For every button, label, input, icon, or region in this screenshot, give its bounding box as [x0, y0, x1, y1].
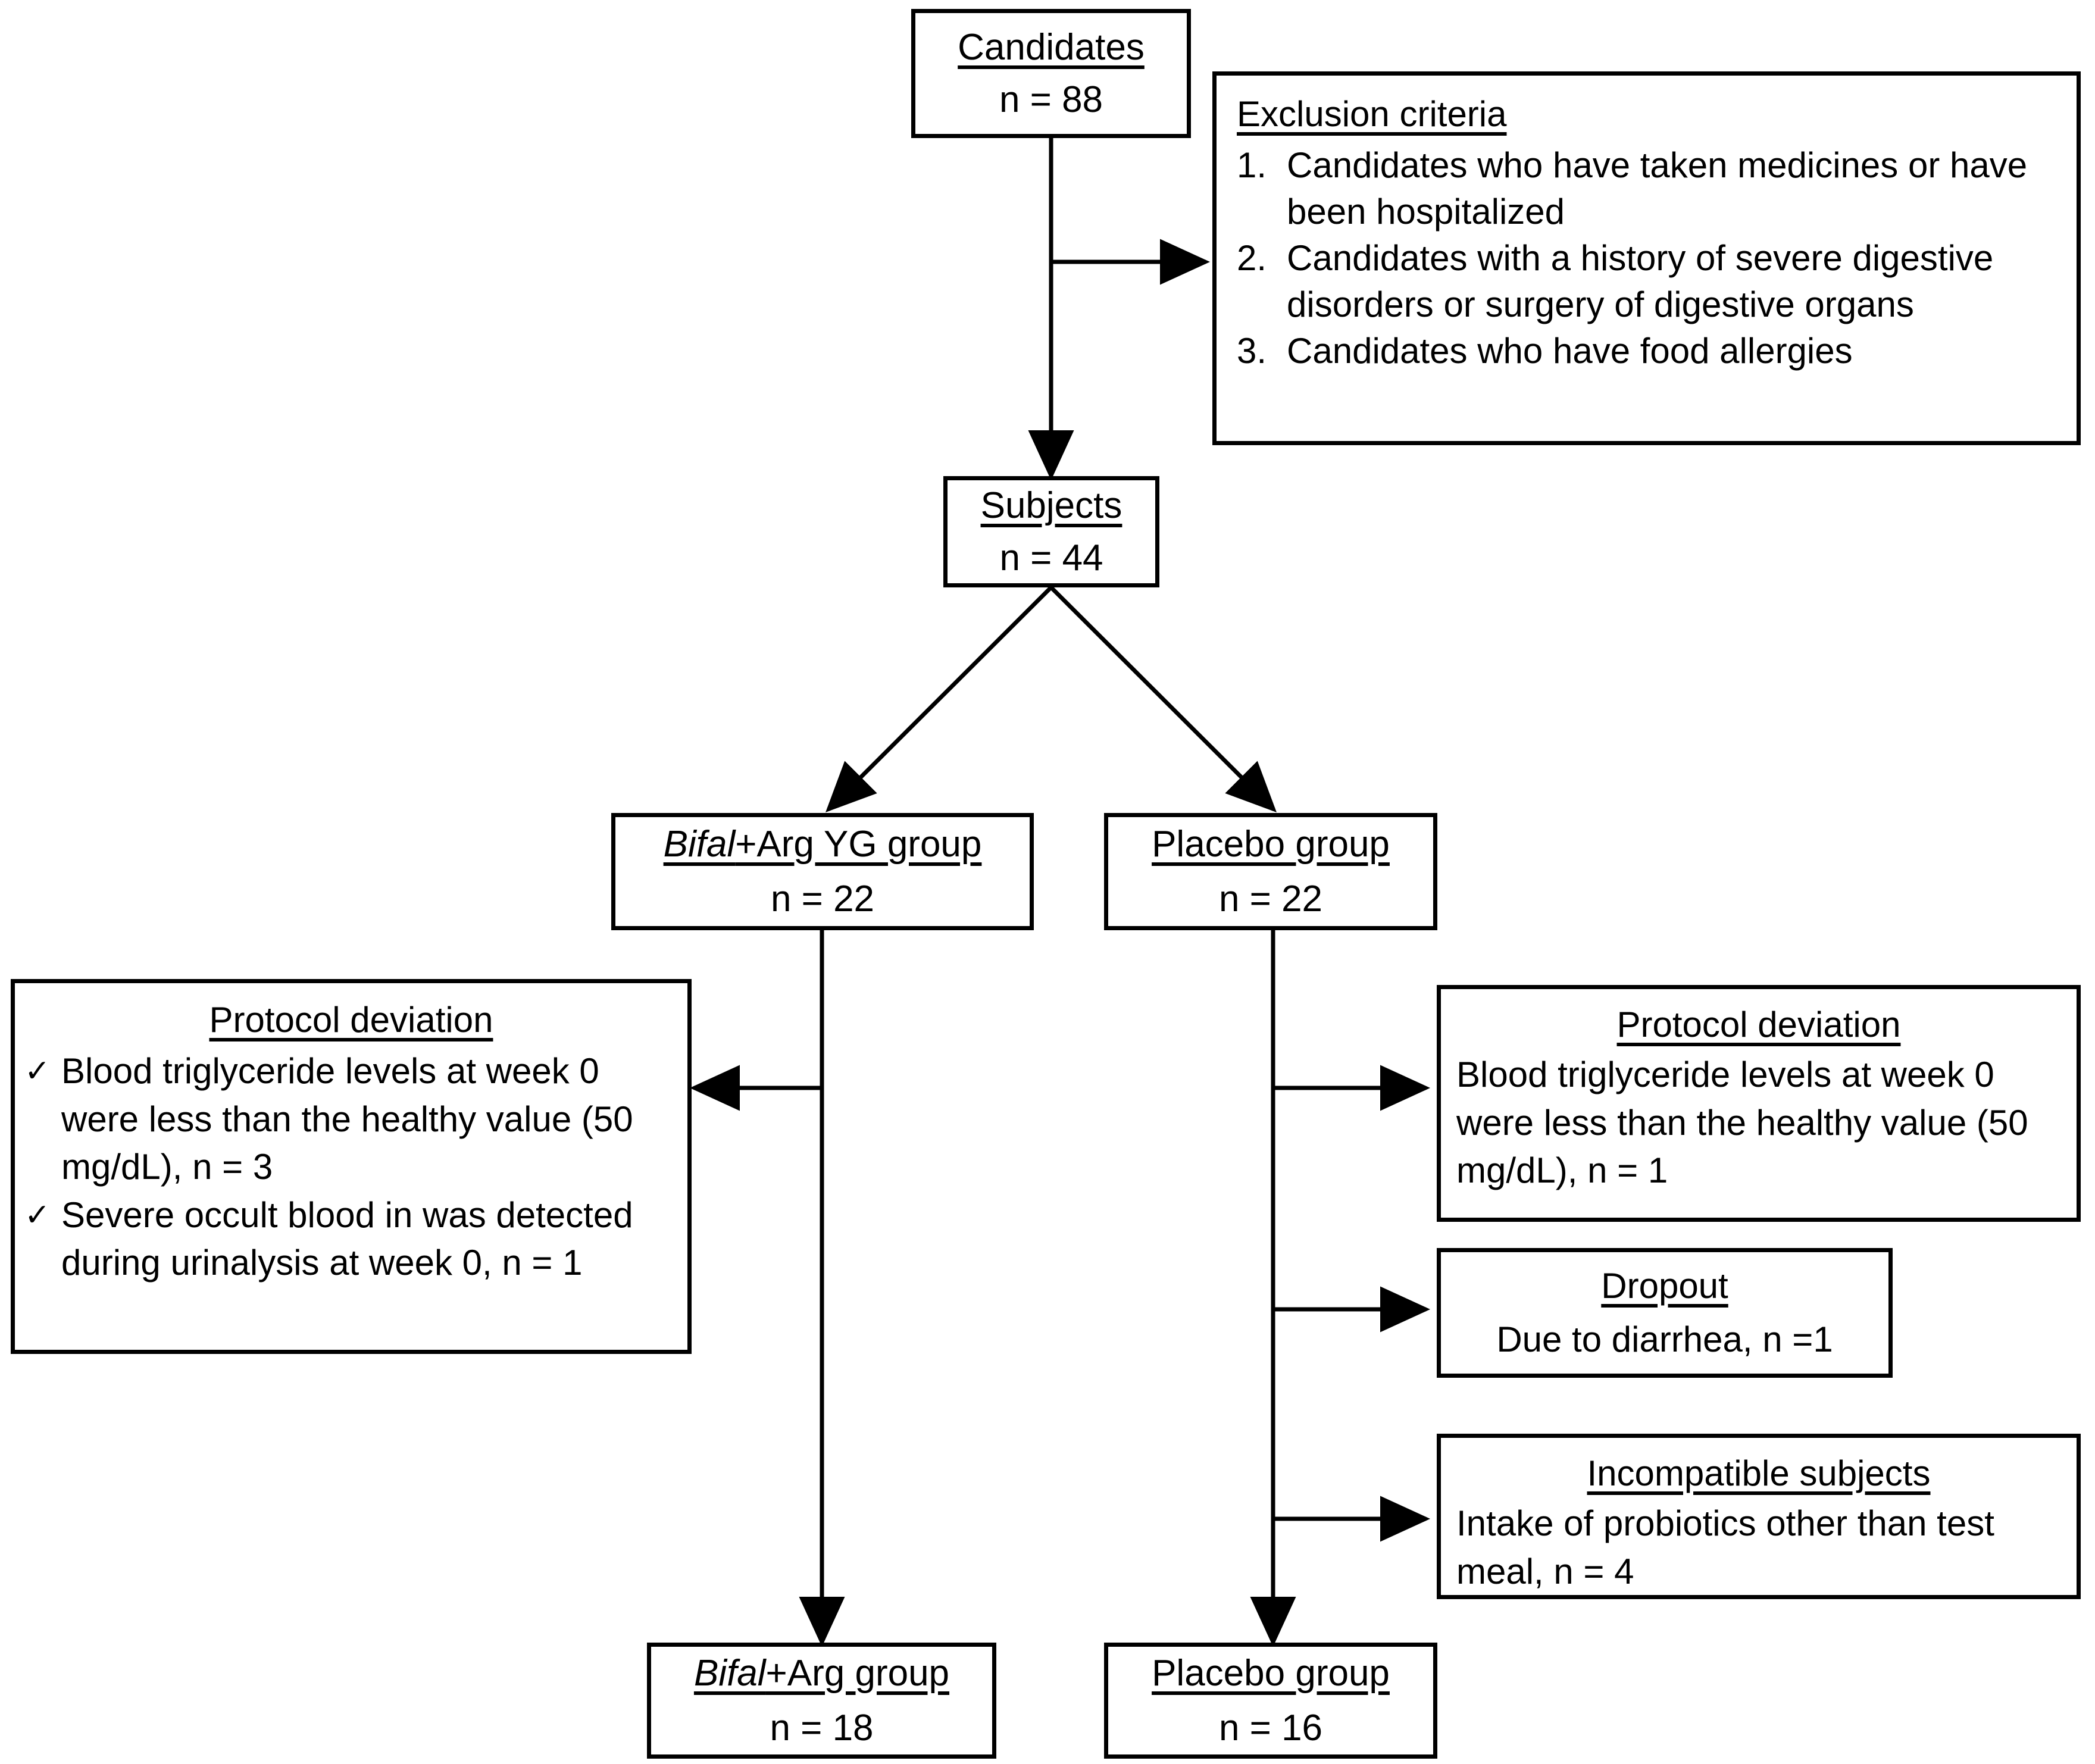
- node-placebo-group-top: Placebo group n = 22: [1104, 813, 1437, 930]
- bifal-final-count: n = 18: [770, 1707, 874, 1749]
- protocol-right-body: Blood triglyceride levels at week 0 were…: [1456, 1055, 2028, 1191]
- bifal-final-title-rest: +Arg group: [765, 1652, 950, 1694]
- exclusion-item-text: Candidates who have taken medicines or h…: [1287, 145, 2028, 232]
- checkmark-icon: ✓: [24, 1054, 51, 1089]
- subjects-title: Subjects: [980, 484, 1122, 526]
- node-dropout: Dropout Due to diarrhea, n =1: [1437, 1248, 1893, 1378]
- bifal-yg-title: Bifal+Arg YG group: [663, 823, 982, 865]
- placebo-final-title: Placebo group: [1152, 1652, 1390, 1694]
- exclusion-item-text: Candidates with a history of severe dige…: [1287, 238, 1994, 324]
- protocol-left-list: ✓ Blood triglyceride levels at week 0 we…: [24, 1047, 678, 1287]
- node-subjects: Subjects n = 44: [943, 476, 1159, 587]
- node-exclusion-criteria: Exclusion criteria 1. Candidates who hav…: [1212, 71, 2081, 445]
- protocol-right-title: Protocol deviation: [1616, 1005, 1901, 1044]
- node-protocol-deviation-right: Protocol deviation Blood triglyceride le…: [1437, 985, 2081, 1222]
- node-bifal-arg-group-final: Bifal+Arg group n = 18: [647, 1643, 996, 1759]
- list-item: 3. Candidates who have food allergies: [1237, 328, 2061, 374]
- protocol-left-item-text: Severe occult blood in was detected duri…: [61, 1194, 633, 1283]
- exclusion-item-number: 3.: [1237, 331, 1267, 371]
- candidates-count: n = 88: [999, 79, 1103, 120]
- placebo-top-title: Placebo group: [1152, 823, 1390, 865]
- list-item: 1. Candidates who have taken medicines o…: [1237, 142, 2061, 235]
- node-protocol-deviation-left: Protocol deviation ✓ Blood triglyceride …: [11, 979, 692, 1354]
- node-incompatible-subjects: Incompatible subjects Intake of probioti…: [1437, 1434, 2081, 1599]
- candidates-title: Candidates: [958, 26, 1145, 68]
- bifal-yg-count: n = 22: [770, 878, 875, 919]
- exclusion-title: Exclusion criteria: [1237, 94, 1507, 134]
- node-candidates: Candidates n = 88: [911, 9, 1191, 138]
- exclusion-item-number: 1.: [1237, 145, 1267, 185]
- exclusion-item-text: Candidates who have food allergies: [1287, 331, 1853, 371]
- edge-subjects-to-bifal-group: [826, 586, 1053, 812]
- bifal-final-title-italic: Bifal: [693, 1652, 766, 1694]
- list-item: ✓ Severe occult blood in was detected du…: [24, 1191, 678, 1287]
- list-item: ✓ Blood triglyceride levels at week 0 we…: [24, 1047, 678, 1191]
- protocol-left-title: Protocol deviation: [209, 1000, 493, 1040]
- protocol-left-item-text: Blood triglyceride levels at week 0 were…: [61, 1051, 633, 1187]
- exclusion-item-number: 2.: [1237, 238, 1267, 278]
- edge-subjects-to-placebo-group: [1049, 586, 1277, 812]
- bifal-final-title: Bifal+Arg group: [693, 1652, 950, 1694]
- node-placebo-group-final: Placebo group n = 16: [1104, 1643, 1437, 1759]
- incompatible-body: Intake of probiotics other than test mea…: [1456, 1503, 1994, 1591]
- bifal-yg-title-italic: Bifal: [663, 823, 736, 865]
- dropout-body: Due to diarrhea, n =1: [1496, 1319, 1833, 1359]
- list-item: 2. Candidates with a history of severe d…: [1237, 235, 2061, 328]
- subjects-count: n = 44: [999, 537, 1103, 578]
- placebo-top-count: n = 22: [1218, 878, 1323, 919]
- incompatible-title: Incompatible subjects: [1587, 1453, 1931, 1493]
- node-bifal-arg-yg-group: Bifal+Arg YG group n = 22: [611, 813, 1034, 930]
- exclusion-list: 1. Candidates who have taken medicines o…: [1237, 142, 2061, 374]
- bifal-yg-title-rest: +Arg YG group: [735, 823, 982, 865]
- dropout-title: Dropout: [1601, 1265, 1728, 1306]
- placebo-final-count: n = 16: [1218, 1707, 1323, 1749]
- checkmark-icon: ✓: [24, 1197, 51, 1233]
